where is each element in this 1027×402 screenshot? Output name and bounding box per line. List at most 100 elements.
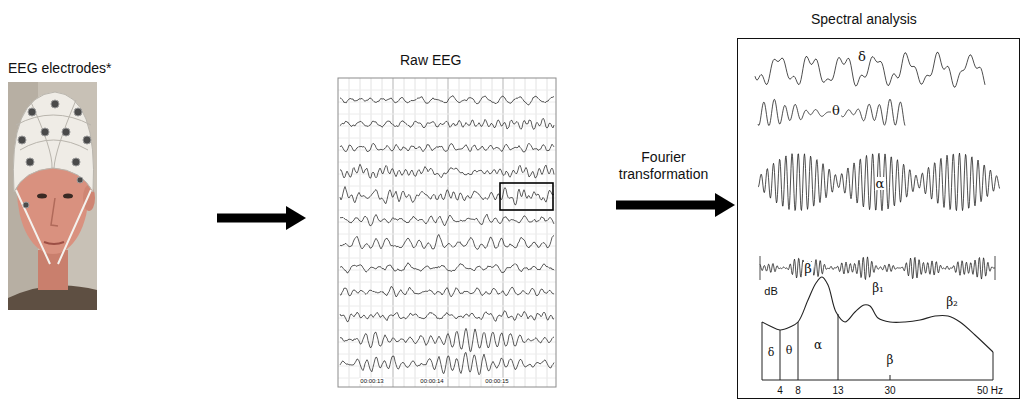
process-arrow (616, 201, 715, 210)
grid-line (338, 234, 556, 235)
grid-line (481, 78, 482, 387)
wave-end-mark (995, 256, 996, 280)
grid-line (338, 90, 556, 91)
time-stamp: 00:00:13 (359, 378, 384, 384)
eeg-trace (340, 96, 554, 105)
grid-line (338, 138, 556, 139)
grid-line (338, 162, 556, 163)
cap-mesh (16, 100, 91, 168)
band-label: β (886, 354, 895, 366)
electrode-cap (13, 92, 93, 192)
eeg-trace (340, 164, 554, 178)
chart-frame (338, 78, 556, 387)
photo-background (8, 82, 97, 310)
eeg-trace (340, 118, 554, 129)
eeg-trace (340, 311, 554, 322)
eeg-trace (340, 263, 554, 273)
spectral-analysis-box: Spectral analysis (737, 38, 1020, 399)
band-label: θ (785, 345, 794, 356)
spectrum-curve (762, 277, 993, 352)
grid-line (382, 78, 383, 387)
band-wave (758, 99, 905, 125)
panel-heading: Raw EEG (400, 52, 461, 69)
eeg-trace (340, 214, 554, 226)
electrode (72, 158, 80, 166)
band-wave (758, 153, 1000, 211)
grid-line (338, 246, 556, 247)
band-boundary (993, 352, 994, 380)
arrow-label: Fourier transformation (617, 149, 710, 183)
eye (37, 194, 47, 199)
band-boundary (798, 322, 799, 380)
grid-line (338, 258, 556, 259)
electrode (62, 128, 70, 136)
electrode (23, 202, 29, 208)
eeg-trace (340, 352, 554, 374)
grid-line (338, 330, 556, 331)
band-boundary (780, 330, 781, 380)
electrode (77, 177, 83, 183)
mouth (44, 242, 64, 244)
raw-eeg-chart (338, 78, 556, 387)
tick-label: 8 (794, 386, 802, 396)
grid-line (338, 318, 556, 319)
band-label: β₂ (945, 296, 959, 308)
grid-line (525, 78, 526, 387)
neck (38, 250, 68, 290)
band-label: δ (857, 50, 867, 63)
panel-heading: EEG electrodes* (8, 60, 112, 77)
grid-line (338, 366, 556, 367)
process-arrow (217, 214, 286, 223)
band-wave (760, 257, 995, 280)
grid-line (338, 186, 556, 187)
eeg-trace (340, 287, 554, 297)
photo-panel: EEG electrodes* (8, 60, 215, 312)
panel-heading: Spectral analysis (811, 11, 917, 28)
grid-line (338, 306, 556, 307)
grid-line (338, 354, 556, 355)
eye (63, 194, 73, 199)
grid-line (338, 294, 556, 295)
band-label: α (813, 339, 823, 351)
tick-label: 4 (776, 386, 784, 396)
eeg-trace (340, 235, 554, 250)
tick-label: 50 Hz (976, 386, 1004, 396)
tick-label: 13 (831, 386, 844, 396)
electrode (28, 108, 36, 116)
highlight-box (500, 183, 553, 210)
band-label: α (875, 177, 886, 190)
eeg-trace (340, 328, 554, 351)
band-wave (755, 52, 985, 87)
grid-line (338, 114, 556, 115)
axis-tick (890, 375, 891, 380)
grid-line (338, 126, 556, 127)
grid-line (338, 174, 556, 175)
electrode (41, 128, 49, 136)
power-spectrum (762, 277, 993, 380)
electrode (26, 158, 34, 166)
band-boundary (762, 322, 763, 380)
band-label: β₁ (871, 282, 885, 294)
nose (51, 198, 58, 226)
tick-label: 30 (883, 386, 896, 396)
grid-line (360, 78, 361, 387)
electrode (51, 100, 59, 108)
eeg-photo (8, 82, 97, 310)
eeg-trace (340, 187, 554, 205)
eeg-trace (340, 143, 554, 152)
wave-end-mark (760, 256, 761, 280)
band-label: δ (767, 347, 776, 358)
electrode (74, 108, 82, 116)
electrode (83, 136, 91, 144)
time-stamp: 00:00:14 (419, 378, 444, 384)
grid-line (415, 78, 416, 387)
electrode (18, 136, 26, 144)
band-label: β (803, 262, 813, 275)
grid-line (338, 282, 556, 283)
band-waveforms (755, 52, 1000, 280)
raw-eeg-panel: Raw EEG (308, 48, 614, 390)
band-boundary (838, 314, 839, 380)
grid-line (338, 198, 556, 199)
